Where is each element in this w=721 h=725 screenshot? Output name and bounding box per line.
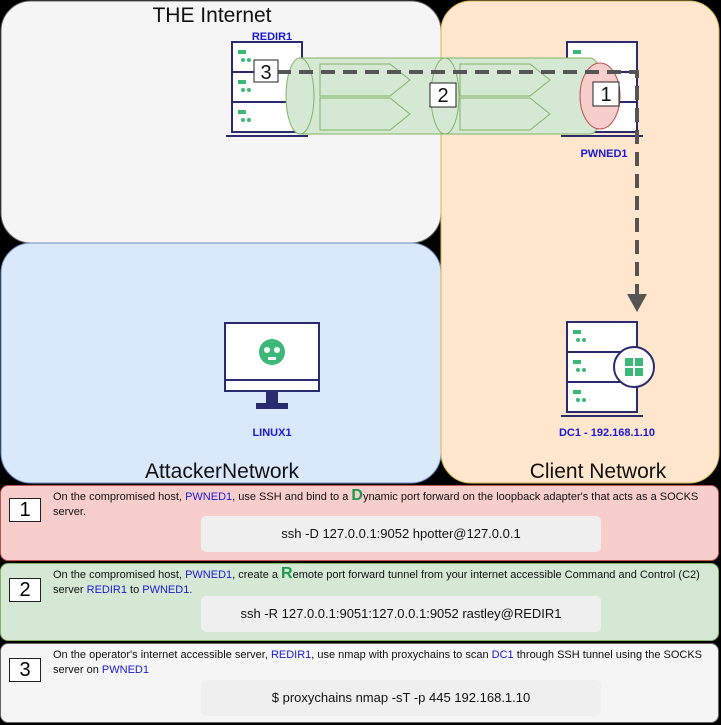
region-internet-title: THE Internet xyxy=(152,4,271,27)
step-2-number: 2 xyxy=(9,578,41,602)
step-2-description: On the compromised host, PWNED1, create … xyxy=(53,565,700,597)
network-diagram: THE Internet AttackerNetwork Client Netw… xyxy=(0,0,720,484)
linux1-monitor-icon[interactable] xyxy=(224,322,320,409)
skull-icon xyxy=(259,339,285,365)
dc1-label: DC1 - 192.168.1.10 xyxy=(559,427,655,439)
step-3-description: On the operator's internet accessible se… xyxy=(53,649,703,676)
marker-3: 3 xyxy=(260,62,271,84)
arrow-down-icon xyxy=(627,294,647,312)
step-1-box: 1 On the compromised host, PWNED1, use S… xyxy=(0,485,719,561)
step-1-number: 1 xyxy=(9,498,41,522)
step-3-box: 3 On the operator's internet accessible … xyxy=(0,643,719,723)
linux1-label: LINUX1 xyxy=(252,427,291,439)
region-client-title: Client Network xyxy=(530,460,667,483)
step-1-command[interactable]: ssh -D 127.0.0.1:9052 hpotter@127.0.0.1 xyxy=(201,516,601,552)
step-3-number: 3 xyxy=(9,658,41,682)
pwned1-label: PWNED1 xyxy=(580,148,627,160)
step-1-description: On the compromised host, PWNED1, use SSH… xyxy=(53,487,699,519)
step-2-command[interactable]: ssh -R 127.0.0.1:9051:127.0.0.1:9052 ras… xyxy=(201,596,601,632)
redir1-label: REDIR1 xyxy=(252,31,292,43)
region-attacker xyxy=(0,242,442,484)
step-2-box: 2 On the compromised host, PWNED1, creat… xyxy=(0,563,719,641)
step-3-command[interactable]: $ proxychains nmap -sT -p 445 192.168.1.… xyxy=(201,680,601,716)
windows-logo-icon xyxy=(613,346,655,388)
marker-1: 1 xyxy=(600,84,611,106)
traffic-path-dashed xyxy=(255,70,639,298)
region-attacker-title: AttackerNetwork xyxy=(145,460,300,483)
marker-2: 2 xyxy=(437,85,448,107)
